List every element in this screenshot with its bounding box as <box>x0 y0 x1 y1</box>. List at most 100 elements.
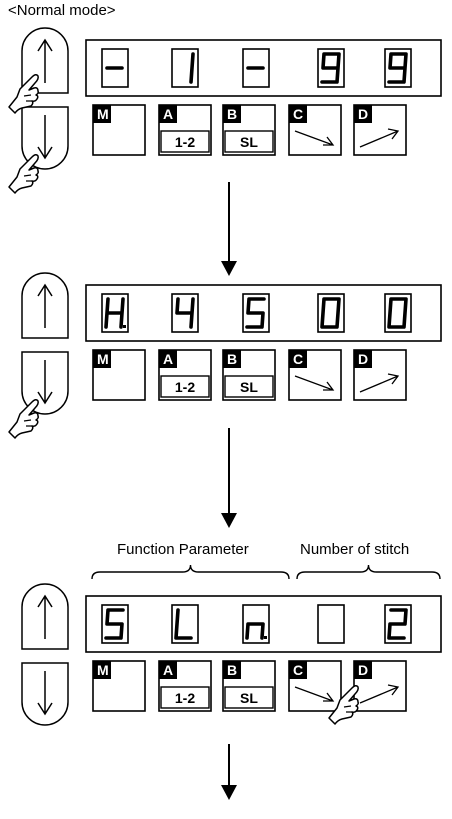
key-letter: C <box>293 351 303 367</box>
down-button[interactable] <box>21 351 69 415</box>
arrow-up-right-icon <box>359 684 400 704</box>
flow-arrow-icon <box>221 182 237 276</box>
key-a[interactable]: A1-2 <box>158 660 212 712</box>
key-a[interactable]: A1-2 <box>158 349 212 401</box>
key-sub-box <box>224 130 274 153</box>
key-letter-bg <box>93 661 111 679</box>
digit-frame <box>317 604 345 644</box>
key-letter: A <box>163 662 173 678</box>
number-of-stitch-label: Number of stitch <box>300 541 410 558</box>
up-arrow-icon <box>37 594 53 639</box>
digit-window <box>171 48 199 88</box>
key-letter-bg <box>223 661 241 679</box>
key-sub-box <box>224 686 274 709</box>
digit-segments <box>320 52 341 84</box>
key-letter-bg <box>289 661 307 679</box>
flow-arrow-head <box>221 513 237 528</box>
key-letter-bg <box>223 105 241 123</box>
key-sub-box <box>160 375 210 398</box>
key-sub-label: SL <box>240 134 258 150</box>
digit-segments <box>104 297 125 329</box>
hand-outline <box>328 684 359 725</box>
down-arrow-icon <box>37 115 53 160</box>
key-letter-bg <box>354 661 372 679</box>
up-button[interactable] <box>21 272 69 339</box>
hand-outline <box>8 398 39 439</box>
digit-segments <box>387 52 408 84</box>
key-b[interactable]: BSL <box>222 104 276 156</box>
key-letter-bg <box>354 350 372 368</box>
down-arrow-icon <box>37 360 53 405</box>
decimal-point <box>123 325 126 328</box>
digit-segments <box>189 52 195 84</box>
flow-arrow-icon <box>221 428 237 528</box>
hand-pointer-icon <box>8 73 39 114</box>
digit-segments <box>320 297 341 329</box>
key-sub-label: SL <box>240 690 258 706</box>
key-m[interactable]: M <box>92 660 146 712</box>
hand-fingers <box>343 705 352 713</box>
key-b[interactable]: BSL <box>222 349 276 401</box>
key-c[interactable]: C <box>288 104 342 156</box>
digit-segments <box>387 297 408 329</box>
key-letter: D <box>358 662 368 678</box>
digit-window <box>101 604 129 644</box>
key-letter: A <box>163 106 173 122</box>
key-sub-box <box>224 375 274 398</box>
key-m[interactable]: M <box>92 104 146 156</box>
key-d[interactable]: D <box>353 104 407 156</box>
digit-segments <box>387 608 408 640</box>
key-d[interactable]: D <box>353 349 407 401</box>
digit-segments <box>245 297 266 329</box>
key-letter-bg <box>289 350 307 368</box>
digit-window <box>242 293 270 333</box>
key-letter: M <box>97 106 109 122</box>
key-a[interactable]: A1-2 <box>158 104 212 156</box>
digit-segments <box>174 608 193 640</box>
hand-outline <box>8 153 39 194</box>
digit-window <box>384 293 412 333</box>
key-d[interactable]: D <box>353 660 407 712</box>
arrow-up-right-icon <box>359 373 400 393</box>
up-button[interactable] <box>21 583 69 650</box>
decimal-point <box>264 636 267 639</box>
hand-fingers <box>23 174 32 182</box>
key-letter: B <box>227 351 237 367</box>
key-m[interactable]: M <box>92 349 146 401</box>
hand-pointer-icon <box>328 684 359 725</box>
digit-window <box>242 604 270 644</box>
up-arrow-icon <box>37 283 53 328</box>
key-letter-bg <box>223 350 241 368</box>
key-letter-bg <box>93 350 111 368</box>
key-b[interactable]: BSL <box>222 660 276 712</box>
page-title: <Normal mode> <box>8 2 116 19</box>
key-c[interactable]: C <box>288 349 342 401</box>
hand-outline <box>8 73 39 114</box>
key-letter: A <box>163 351 173 367</box>
digit-window <box>317 48 345 88</box>
key-frame[interactable] <box>288 104 342 156</box>
key-letter: M <box>97 662 109 678</box>
digit-window <box>317 604 345 644</box>
digit-window <box>384 48 412 88</box>
down-button[interactable] <box>21 662 69 726</box>
down-button[interactable] <box>21 106 69 170</box>
key-letter-bg <box>159 661 177 679</box>
key-letter: D <box>358 106 368 122</box>
key-letter-bg <box>289 105 307 123</box>
key-letter: M <box>97 351 109 367</box>
flow-arrow-icon <box>221 744 237 800</box>
key-letter: C <box>293 106 303 122</box>
arrow-down-right-icon <box>294 686 335 702</box>
key-sub-label: 1-2 <box>175 379 195 395</box>
digit-window <box>384 604 412 644</box>
hand-pointer-icon <box>8 398 39 439</box>
key-c[interactable]: C <box>288 660 342 712</box>
key-sub-label: SL <box>240 379 258 395</box>
digit-window <box>171 293 199 333</box>
key-letter-bg <box>159 105 177 123</box>
hand-fingers <box>23 419 32 427</box>
